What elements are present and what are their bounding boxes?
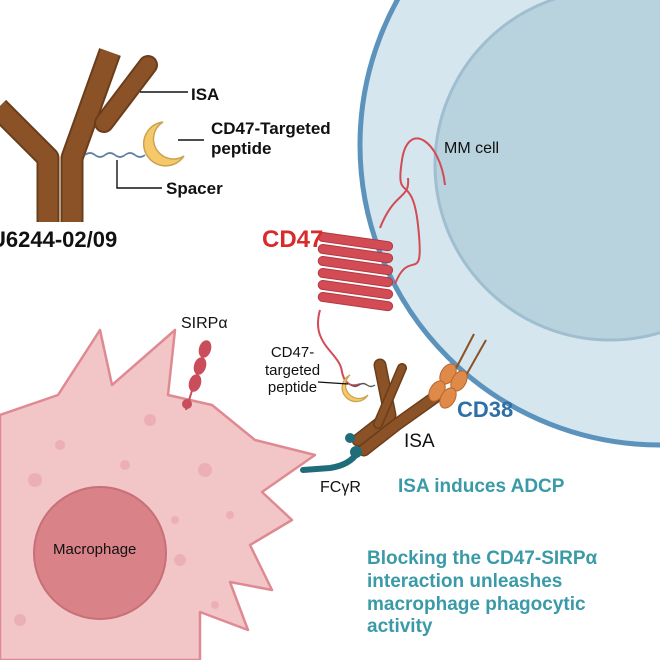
peptide-line2: targeted xyxy=(265,361,321,379)
sirpa-receptor xyxy=(182,340,212,411)
blocking-line1: Blocking the CD47-SIRPα xyxy=(367,548,598,569)
isa-label: ISA xyxy=(404,431,435,452)
construct-name: U6244-02/09 xyxy=(0,227,118,252)
peptide-label: CD47- targeted peptide xyxy=(265,344,320,397)
blocking-line3: macrophage phagocytic xyxy=(367,593,586,615)
macrophage xyxy=(0,328,317,660)
peptide-line3: peptide xyxy=(267,379,318,397)
fcgr-receptor xyxy=(300,433,362,473)
adcp-note: ISA induces ADCP xyxy=(398,476,565,497)
blocking-line2: interaction unleashes xyxy=(367,570,563,592)
peptide-line1: CD47- xyxy=(270,344,315,361)
mm-cell-nucleus xyxy=(433,0,660,342)
bound-antibody xyxy=(351,358,441,457)
sirpa-label: SIRPα xyxy=(181,315,228,332)
mm-cell xyxy=(357,0,660,448)
legend-isa-label: ISA xyxy=(191,85,220,104)
cd47-label: CD47 xyxy=(262,226,324,253)
legend-peptide-line2: peptide xyxy=(211,139,272,159)
cd38-receptor xyxy=(428,333,487,409)
legend-peptide-line1: CD47-Targeted xyxy=(211,119,331,138)
cd38-label: CD38 xyxy=(457,397,514,422)
legend-peptide-label: CD47-Targeted peptide xyxy=(211,119,331,159)
mm-cell-label: MM cell xyxy=(444,140,500,157)
bound-peptide xyxy=(317,374,376,403)
legend-spacer-label: Spacer xyxy=(166,179,223,198)
antibody-legend xyxy=(0,48,204,222)
blocking-note: Blocking the CD47-SIRPα interaction unle… xyxy=(367,548,597,639)
peptide-icon xyxy=(142,121,185,167)
macrophage-nucleus xyxy=(33,486,167,620)
fcgr-label: FCγR xyxy=(320,479,361,496)
macrophage-label: Macrophage xyxy=(53,541,137,558)
blocking-line4: activity xyxy=(367,616,433,638)
